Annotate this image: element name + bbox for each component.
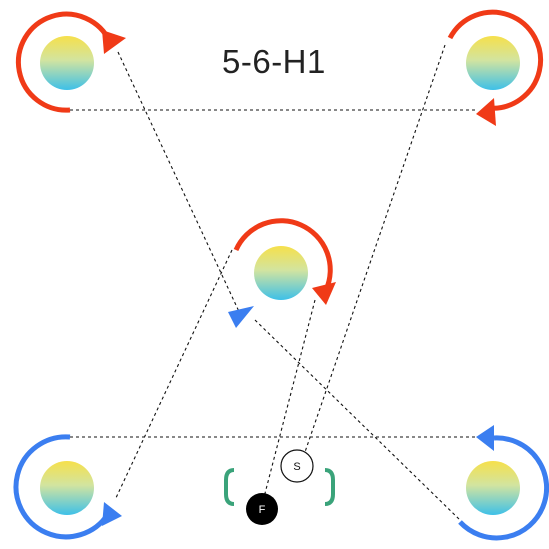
rotation-arrow-center [233,218,333,292]
ball-bottom-right [466,461,520,515]
red-arrowheads [102,30,496,305]
arrowhead-top-left [102,30,126,54]
ball-top-left [40,36,94,90]
rotation-arrow-bottom-left [13,434,111,540]
start-label: S [293,461,300,473]
pass-line-topleft-center [117,51,243,319]
drill-title: 5-6-H1 [222,43,326,80]
red-rotation-arrows [15,9,544,292]
arrowhead-top-right [476,98,496,126]
finish-label: F [259,504,266,516]
pass-lines [70,44,480,521]
start-marker: S [280,449,314,483]
bracket-right [324,468,335,506]
ball-bottom-left [40,461,94,515]
pass-line-center-bottomleft [114,249,233,501]
pass-line-center-bottomright [254,319,461,521]
ball-center [254,246,308,300]
target-brackets [224,468,335,506]
arrowhead-bottom-left [102,502,122,526]
bracket-left [224,468,235,506]
balls [40,36,520,515]
blue-arrowheads [102,306,494,526]
rotation-arrow-top-left [15,11,113,113]
arrowhead-bottom-right [476,425,494,451]
finish-marker: F [246,493,278,525]
rotation-arrow-top-right [447,9,544,111]
arrowhead-center [312,282,336,305]
arrowhead-center-blue [228,306,254,328]
blue-rotation-arrows [13,434,549,541]
ball-top-right [466,36,520,90]
pass-line-center-finish [261,299,316,506]
rotation-arrow-bottom-right [458,435,549,541]
